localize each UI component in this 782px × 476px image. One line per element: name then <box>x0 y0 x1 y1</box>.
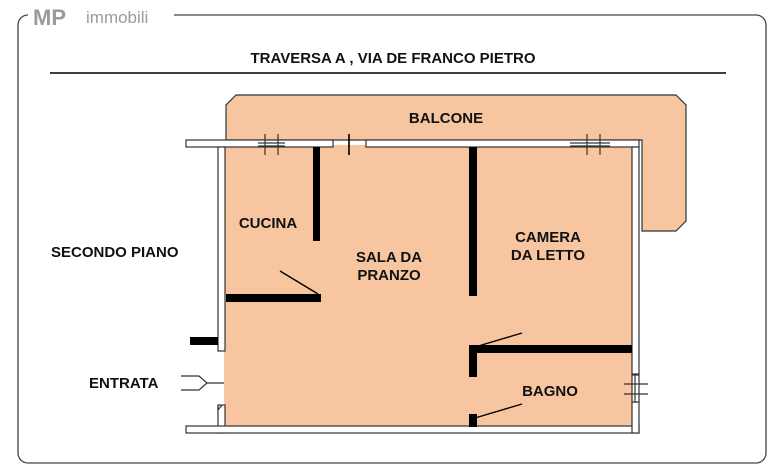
room-label-camera-line2: DA LETTO <box>511 247 585 264</box>
interior-walls <box>190 147 632 427</box>
door-swings <box>279 270 523 419</box>
brand-mark: MP <box>33 5 66 30</box>
entrance-label: ENTRATA <box>89 375 159 392</box>
window-kitchen <box>258 134 285 155</box>
logo-backdrop <box>28 6 174 28</box>
window-bedroom <box>570 134 610 155</box>
room-label-sala-line2: PRANZO <box>357 267 421 284</box>
balcony-area <box>225 94 687 232</box>
apartment-floor <box>224 145 633 431</box>
room-label-cucina: CUCINA <box>239 215 297 232</box>
page-title: TRAVERSA A , VIA DE FRANCO PIETRO <box>250 50 535 67</box>
room-label-balcone: BALCONE <box>409 110 483 127</box>
entrance-door <box>181 375 224 412</box>
outer-walls <box>185 139 640 434</box>
room-label-sala-line1: SALA DA <box>356 249 422 266</box>
brand-name: immobili <box>86 8 148 27</box>
room-label-bagno: BAGNO <box>522 383 578 400</box>
brand-logo: MP immobili <box>33 5 148 30</box>
floor-label: SECONDO PIANO <box>51 244 179 261</box>
window-bathroom <box>624 374 648 403</box>
room-label-camera-line1: CAMERA <box>515 229 581 246</box>
